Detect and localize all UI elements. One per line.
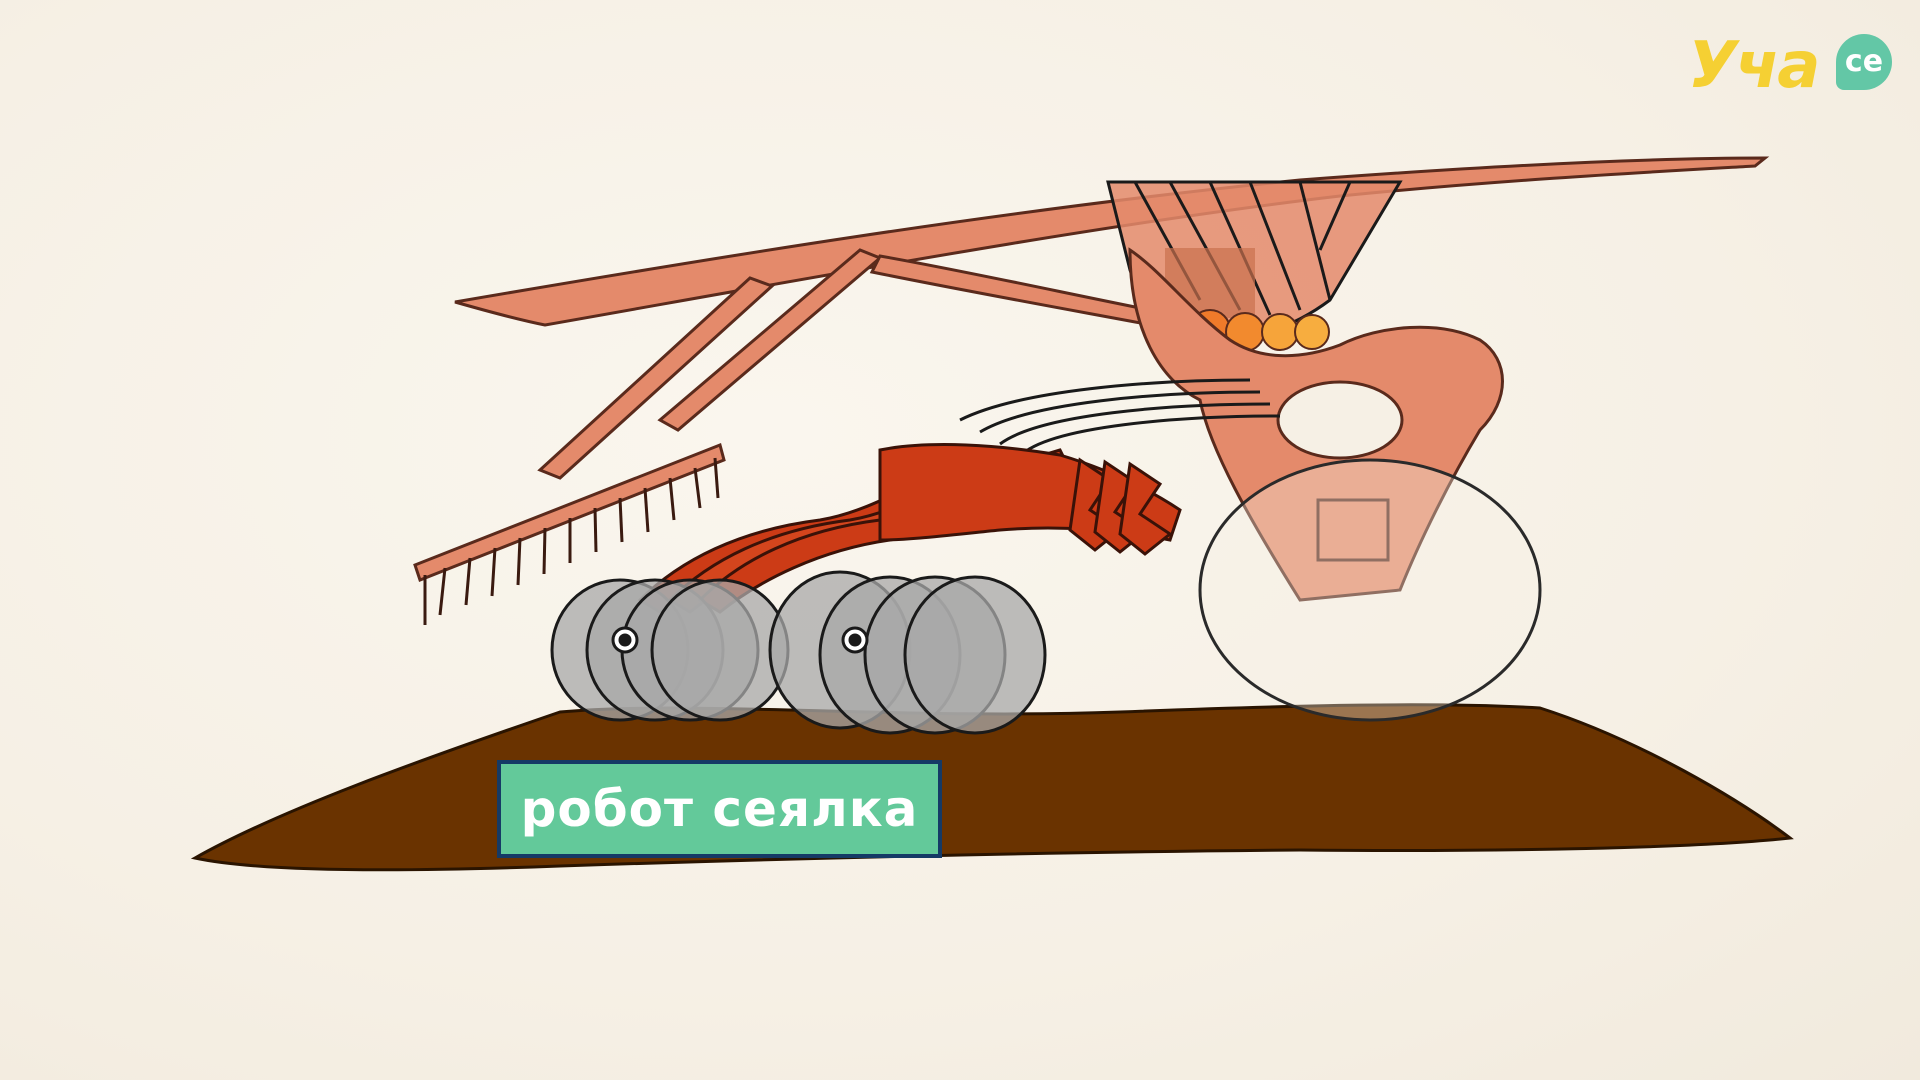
- frame-strut-right: [657, 248, 883, 432]
- logo-badge-text: се: [1844, 44, 1884, 79]
- seed-tubes: [959, 378, 1281, 458]
- press-wheel-scrapers: [1068, 457, 1173, 556]
- rear-disc-wheels: [768, 570, 1047, 735]
- frame-strut-back: [869, 254, 1152, 326]
- uchase-logo: Уча се: [1688, 26, 1896, 106]
- housing-panel: [1316, 498, 1390, 562]
- frame-strut-left: [537, 276, 775, 480]
- caption-label: робот сеялка: [497, 760, 942, 858]
- logo-badge: се: [1836, 34, 1892, 90]
- main-wheel: [1198, 458, 1542, 722]
- caption-text: робот сеялка: [520, 780, 919, 838]
- rake-bar: [413, 442, 726, 582]
- housing-window: [1276, 380, 1404, 460]
- rake-teeth: [423, 457, 720, 625]
- logo-text: Уча: [1688, 29, 1820, 103]
- front-disc-wheels: [550, 578, 790, 722]
